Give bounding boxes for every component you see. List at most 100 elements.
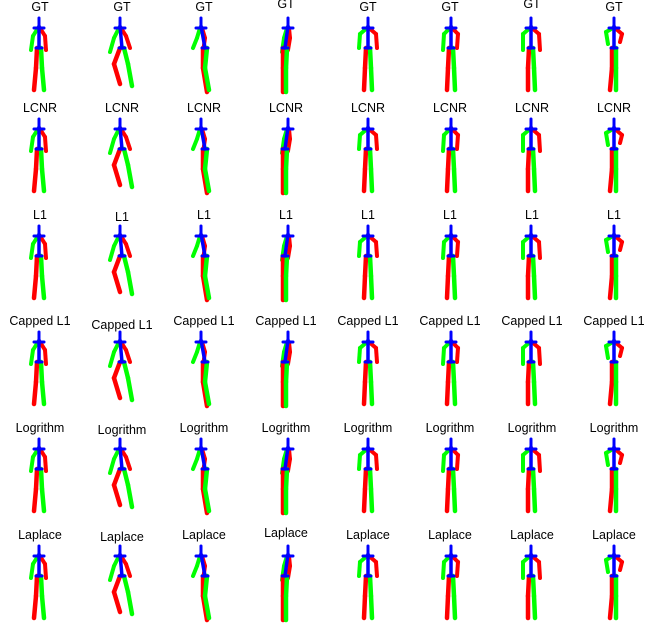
- right-thigh: [362, 573, 369, 599]
- pose-cell: Logrithm: [82, 421, 162, 523]
- left-thigh: [450, 45, 457, 71]
- right-forearm: [374, 133, 379, 151]
- pose-cell: L1: [246, 208, 326, 310]
- left-shin: [531, 166, 538, 194]
- torso: [199, 24, 207, 50]
- pose-cell: Logrithm: [328, 421, 408, 523]
- left-forearm: [29, 455, 35, 473]
- skeleton-figure: [441, 437, 460, 514]
- left-shin: [125, 162, 135, 190]
- pose-cell: Laplace: [0, 528, 80, 630]
- left-forearm: [29, 242, 35, 260]
- skeleton-figure: [357, 437, 379, 514]
- left-thigh: [38, 253, 45, 279]
- right-shin: [607, 65, 615, 93]
- pose-cell: GT: [492, 0, 572, 102]
- right-thigh: [362, 253, 369, 279]
- left-forearm: [191, 137, 199, 151]
- right-forearm: [43, 135, 48, 153]
- left-forearm: [108, 564, 116, 582]
- pose-cell: Logrithm: [0, 421, 80, 523]
- torso: [283, 24, 290, 50]
- right-forearm: [618, 240, 624, 252]
- right-thigh: [525, 466, 532, 492]
- left-shin: [39, 65, 47, 93]
- torso: [118, 338, 124, 364]
- right-forearm: [374, 453, 379, 471]
- left-shin: [202, 273, 212, 301]
- method-label: L1: [33, 208, 47, 222]
- left-thigh: [202, 573, 210, 599]
- right-forearm: [618, 346, 624, 358]
- right-forearm: [455, 133, 460, 151]
- left-shin: [202, 486, 212, 514]
- right-shin: [444, 486, 451, 514]
- left-forearm: [604, 238, 610, 254]
- pose-cell: Laplace: [328, 528, 408, 630]
- left-forearm: [604, 344, 610, 360]
- left-forearm: [441, 240, 446, 260]
- method-label: Capped L1: [173, 314, 235, 328]
- right-forearm: [43, 562, 48, 580]
- left-shin: [368, 166, 375, 194]
- left-shin: [531, 273, 538, 301]
- left-forearm: [108, 137, 116, 155]
- right-forearm: [124, 455, 132, 471]
- left-shin: [125, 482, 135, 510]
- right-shin: [607, 379, 615, 407]
- method-label: Capped L1: [337, 314, 399, 328]
- skeleton-figure: [191, 224, 212, 303]
- skeleton-figure: [29, 437, 48, 514]
- right-shin: [361, 486, 368, 514]
- left-thigh: [38, 146, 45, 172]
- left-thigh: [202, 253, 210, 279]
- right-thigh: [525, 146, 532, 172]
- left-shin: [451, 486, 458, 514]
- left-forearm: [604, 30, 610, 46]
- left-forearm: [441, 560, 446, 580]
- left-shin: [368, 486, 375, 514]
- pose-cell: LCNR: [574, 101, 654, 203]
- left-thigh: [530, 146, 537, 172]
- left-forearm: [441, 346, 446, 366]
- skeleton-figure: [29, 224, 48, 301]
- right-thigh: [33, 253, 40, 279]
- right-shin: [607, 486, 615, 514]
- pose-cell: Capped L1: [82, 314, 162, 416]
- method-label: L1: [361, 208, 375, 222]
- left-shin: [202, 166, 212, 194]
- left-shin: [531, 379, 538, 407]
- left-shin: [368, 379, 375, 407]
- left-thigh: [530, 573, 537, 599]
- skeleton-figure: [191, 544, 212, 623]
- skeleton-figure: [108, 16, 135, 89]
- left-forearm: [357, 346, 362, 364]
- right-thigh: [33, 466, 40, 492]
- left-thigh: [38, 573, 45, 599]
- left-forearm: [441, 133, 446, 153]
- left-forearm: [441, 32, 446, 52]
- method-label: LCNR: [268, 101, 304, 115]
- right-shin: [361, 593, 368, 621]
- method-label: Capped L1: [501, 314, 563, 328]
- right-forearm: [455, 32, 460, 50]
- right-forearm: [537, 560, 542, 580]
- pose-cell: Laplace: [246, 526, 326, 630]
- right-thigh: [362, 466, 369, 492]
- method-label: Capped L1: [9, 314, 71, 328]
- skeleton-figure: [441, 117, 460, 194]
- right-thigh: [362, 45, 369, 71]
- skeleton-figure: [521, 437, 542, 514]
- method-label: LCNR: [104, 101, 140, 115]
- left-forearm: [604, 451, 610, 467]
- skeleton-figure: [280, 117, 295, 196]
- left-shin: [451, 273, 458, 301]
- method-label: Logrithm: [179, 421, 229, 435]
- pose-cell: LCNR: [492, 101, 572, 203]
- left-thigh: [530, 253, 537, 279]
- skeleton-figure: [604, 330, 624, 407]
- skeleton-figure: [357, 117, 379, 194]
- torso: [118, 24, 124, 50]
- pose-cell: Capped L1: [246, 314, 326, 416]
